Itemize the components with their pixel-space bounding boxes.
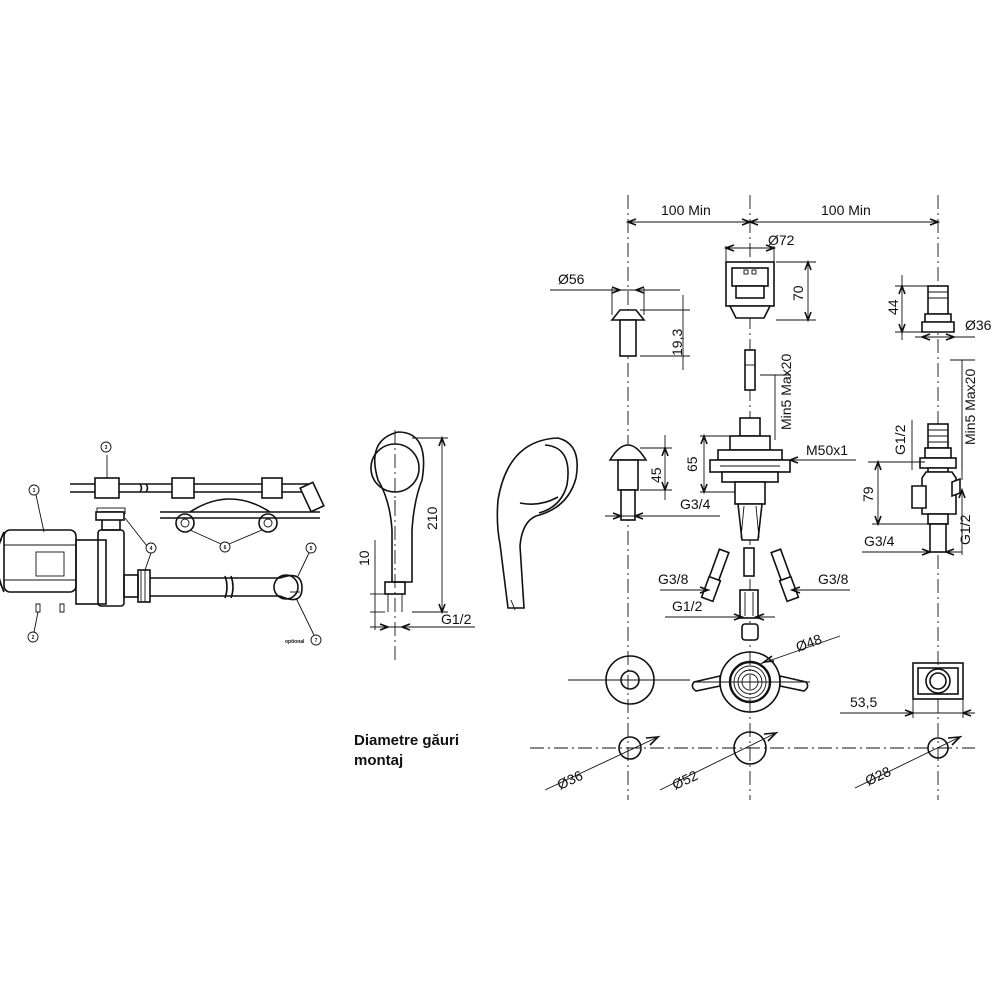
spacing-dimensions [625, 218, 941, 226]
caption-line-2: montaj [354, 752, 404, 769]
dim-g1-2-handshower: G1/2 [441, 611, 472, 627]
dim-g3-8-right: G3/8 [818, 571, 849, 587]
callout-3: 3 [100, 441, 112, 453]
right-top-view [840, 662, 975, 718]
dim-53-5: 53,5 [850, 694, 877, 710]
pump-assembly-drawing: 1 2 3 4 5 6 7 [0, 441, 325, 646]
dim-dia-56: Ø56 [558, 271, 585, 287]
dim-45: 45 [648, 467, 664, 483]
dim-min5-max20-center: Min5 Max20 [778, 354, 794, 430]
callout-1-label: 1 [33, 488, 36, 494]
hand-shower-perspective [496, 437, 578, 611]
callout-6-label: 6 [224, 545, 227, 551]
dim-dia-48: Ø48 [794, 631, 825, 655]
right-cap-part [895, 275, 975, 341]
dim-g3-4-left: G3/4 [680, 496, 711, 512]
dim-79: 79 [860, 486, 876, 502]
callout-3-label: 3 [105, 445, 108, 451]
center-handle-cap [723, 244, 816, 391]
dim-210: 210 [424, 506, 440, 530]
center-supply-hoses [660, 547, 850, 621]
dim-dia-72: Ø72 [768, 232, 795, 248]
callout-5: 5 [297, 542, 317, 577]
callout-5-label: 5 [310, 546, 313, 552]
center-valve-body [700, 374, 856, 541]
callout-4: 4 [124, 517, 157, 571]
right-valve-body [862, 359, 975, 556]
callout-2: 2 [27, 611, 39, 643]
dim-19-3: 19,3 [669, 329, 685, 356]
callout-7-label: 7 [315, 638, 318, 644]
optional-label: optional [285, 639, 305, 645]
callout-2-label: 2 [32, 635, 35, 641]
dim-65: 65 [684, 456, 700, 472]
dim-hole-36: Ø36 [555, 767, 586, 793]
dim-g1-2-center: G1/2 [672, 598, 703, 614]
hand-shower-front-view [370, 430, 475, 660]
dim-m50x1: M50x1 [806, 442, 848, 458]
dim-spacing-right: 100 Min [821, 202, 871, 218]
caption-line-1: Diametre găuri [354, 732, 460, 749]
dim-10: 10 [356, 550, 372, 566]
left-cap-part [550, 286, 690, 370]
dim-spacing-left: 100 Min [661, 202, 711, 218]
dim-44: 44 [885, 299, 901, 315]
mounting-holes-caption: Diametre găuri montaj [354, 731, 459, 771]
left-spout-body [605, 435, 720, 521]
dim-g1-2-right-top: G1/2 [892, 424, 908, 455]
callout-7: 7 optional [285, 597, 322, 646]
center-lines [627, 195, 939, 800]
dim-g3-4-right: G3/4 [864, 533, 895, 549]
dim-hole-52: Ø52 [670, 767, 701, 793]
dim-70: 70 [790, 285, 806, 301]
mounting-holes [530, 731, 975, 791]
dim-dia-36-top: Ø36 [965, 317, 992, 333]
callout-1: 1 [28, 484, 45, 533]
center-top-view [691, 623, 841, 713]
dim-hole-28: Ø28 [863, 763, 894, 789]
dim-g1-2-right-side: G1/2 [957, 514, 973, 545]
callout-4-label: 4 [150, 546, 153, 552]
dim-g3-8-left: G3/8 [658, 571, 689, 587]
callout-6: 6 [189, 529, 263, 553]
dim-min5-max20-right: Min5 Max20 [962, 369, 978, 445]
left-top-view [568, 655, 690, 705]
